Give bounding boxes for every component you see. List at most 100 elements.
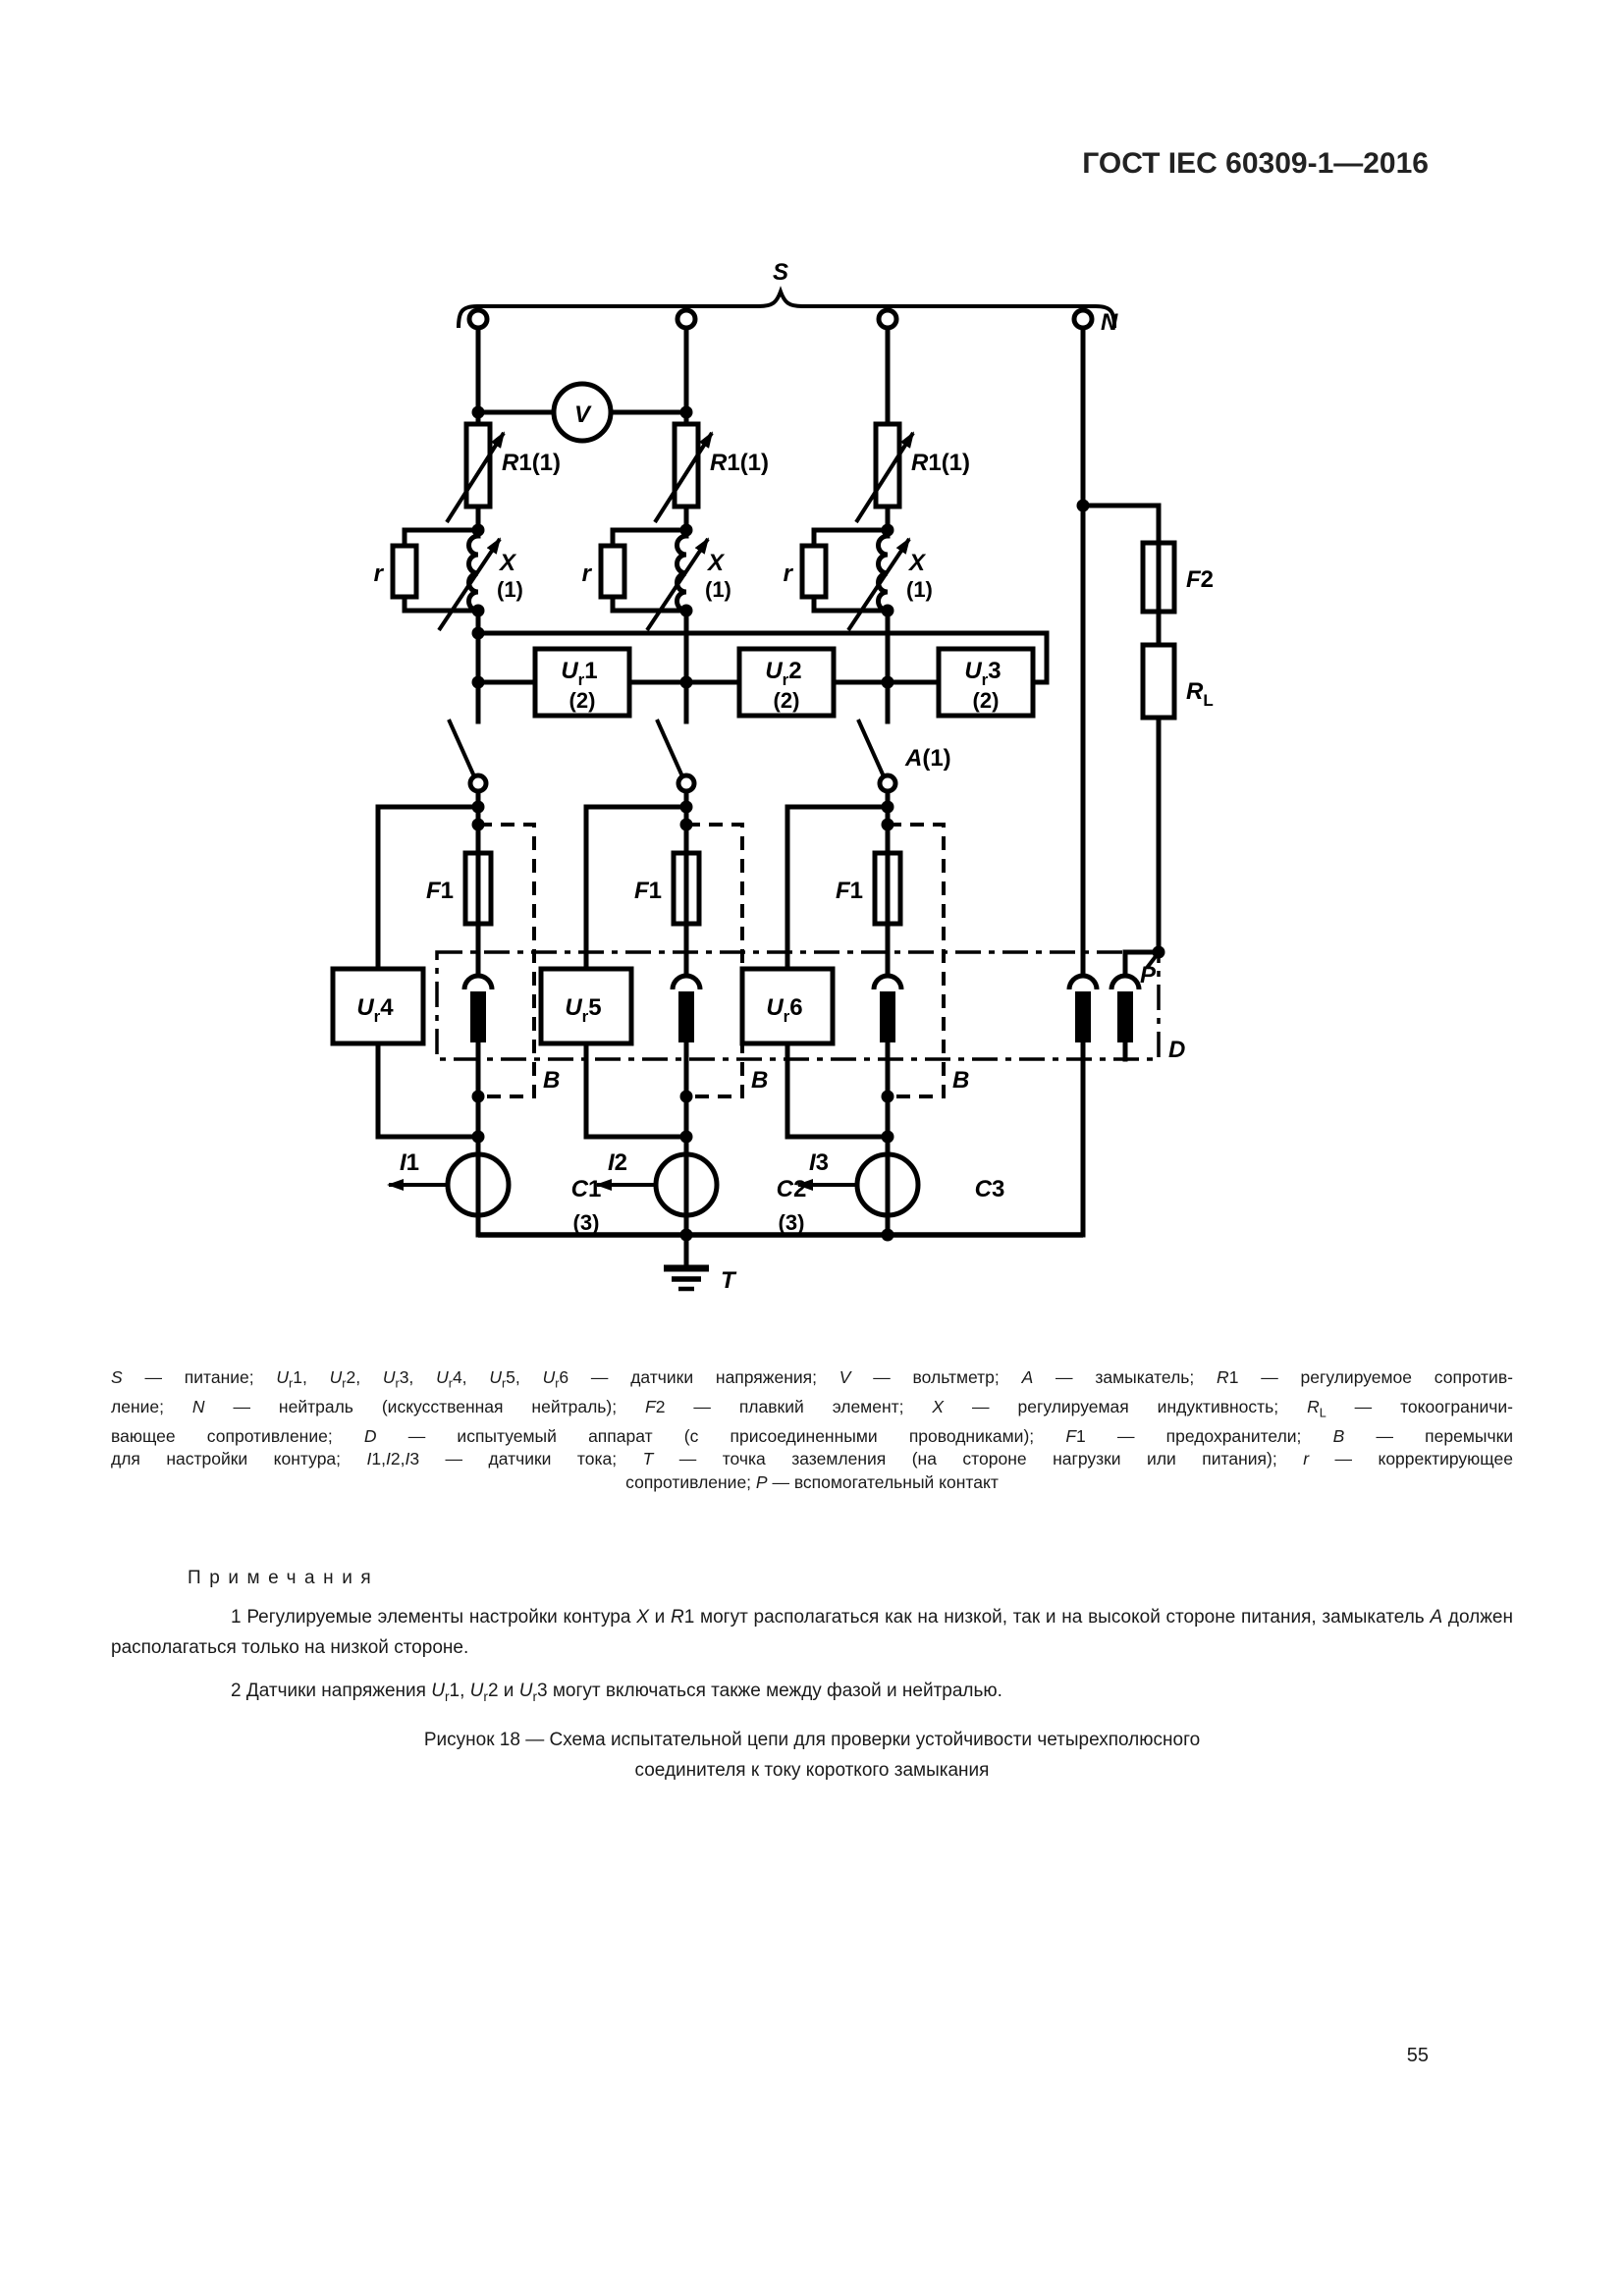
supply-label: S [773,259,788,286]
test-circuit-diagram: S N V [330,259,1214,1294]
figure-legend: S — питание; Ur1, Ur2, Ur3, Ur4, Ur5, Ur… [111,1366,1513,1494]
ur3-label: Ur3 [964,658,1001,689]
x-qty-label: (1) [906,577,933,602]
ur5-label: Ur5 [565,994,601,1026]
fuse-f1-phase1: F1 [426,850,494,927]
resistor-r1-phase1: R1(1) [445,421,561,524]
jumper-b-phase1: B [471,818,560,1103]
switch-phase2 [655,719,697,794]
earth-label: T [721,1267,737,1294]
supply-brace: S N [457,259,1118,336]
contact-phase3 [871,973,904,1042]
page-number: 55 [1406,2045,1429,2066]
terminal-l2 [675,307,698,331]
fuse-f1-phase2: F1 [634,850,702,927]
rx-section-phase1: r X (1) [374,523,523,632]
current-label: I2 [608,1149,627,1176]
ur4-branch: Ur4 [330,800,485,1144]
r-corr-label: r [374,561,385,587]
switch-a-label: A(1) [904,745,951,772]
x-qty-label: (1) [705,577,731,602]
resistor-r1-phase3: R1(1) [854,421,970,524]
voltage-sensor-row: Ur1 (2) Ur2 (2) Ur3 (2) [471,626,1050,719]
jumper-b-phase2: B [679,818,768,1103]
legend-line: для настройки контура; I1,I2,I3 — датчик… [111,1449,1513,1469]
voltmeter-label: V [574,401,592,428]
ur4-box [330,966,426,1046]
figure-caption: Рисунок 18 — Схема испытательной цепи дл… [111,1725,1513,1786]
legend-line: вающее сопротивление; D — испытуемый апп… [111,1425,1514,1446]
x-label: X [706,550,726,576]
contact-aux [1109,973,1142,990]
ur3-box [936,646,1036,719]
current-sensor-1: I1 [387,1149,512,1218]
aux-label: P [1140,962,1157,988]
rx-section-phase2: r X (1) [582,523,731,632]
note-item: 1 Регулируемые элементы настройки контур… [111,1607,1513,1658]
jumper-b-phase3: B [881,818,969,1103]
neutral-label: N [1101,309,1118,336]
resistor-rl [1140,642,1177,721]
r-corr-label: r [784,561,794,587]
c3-label: C3 [975,1176,1005,1202]
ur6-label: Ur6 [766,994,802,1026]
f1-label: F1 [634,878,662,904]
device-label: D [1168,1037,1185,1063]
ur2-box [736,646,837,719]
contact-neutral [1066,973,1100,990]
x-qty-label: (1) [497,577,523,602]
ur1-qty: (2) [569,688,596,713]
r1-label: R1(1) [911,450,970,476]
ur4-label: Ur4 [356,994,394,1026]
x-label: X [498,550,517,576]
neutral-branch: F2 RL P [1066,325,1214,1238]
ur2-label: Ur2 [765,658,801,689]
c1-label: C1 [571,1176,602,1202]
f1-label: F1 [426,878,454,904]
ur6-box [739,966,836,1046]
ur3-qty: (2) [973,688,1000,713]
current-label: I1 [400,1149,419,1176]
ur6-branch: Ur6 [739,800,894,1144]
current-sensor-2: I2 [595,1149,720,1218]
jumper-b-label: B [952,1067,969,1094]
fuse-f1-phase3: F1 [836,850,903,927]
ur2-qty: (2) [774,688,800,713]
terminal-neutral [1071,307,1095,331]
current-label: I3 [809,1149,829,1176]
rx-section-phase3: r X (1) [784,523,933,632]
x-label: X [907,550,927,576]
notes-heading: Примечания [188,1568,380,1588]
terminal-l3 [876,307,899,331]
contact-phase2 [670,973,703,1042]
legend-line: S — питание; Ur1, Ur2, Ur3, Ur4, Ur5, Ur… [111,1367,1513,1391]
phase-wires-top [475,325,891,724]
caption-line: соединителя к току короткого замыкания [634,1760,990,1781]
f1-label: F1 [836,878,863,904]
device-boundary: D [435,950,1185,1063]
ur5-box [538,966,634,1046]
voltmeter: V [471,381,693,444]
note-item: 2 Датчики напряжения Ur1, Ur2 и Ur3 могу… [231,1681,1002,1704]
r-corr-label: r [582,561,593,587]
jumper-b-label: B [543,1067,560,1094]
rl-label: RL [1186,678,1214,710]
switch-phase1 [447,719,489,794]
f2-label: F2 [1186,566,1214,593]
notes-section: Примечания 1 Регулируемые элементы настр… [111,1563,1513,1725]
circuit-labels: C1 (3) C2 (3) C3 [571,1176,1005,1235]
legend-line: сопротивление; P — вспомогательный конта… [625,1471,999,1492]
legend-line: ление; N — нейтраль (искусственная нейтр… [111,1396,1513,1420]
earth-point: T [664,1232,737,1294]
caption-line: Рисунок 18 — Схема испытательной цепи дл… [423,1730,1201,1750]
terminal-l1 [466,307,490,331]
voltmeter-symbol [551,381,614,444]
fuse-f2 [1140,540,1177,614]
c2-label: C2 [777,1176,807,1202]
document-header: ГОСТ IEC 60309-1—2016 [1082,147,1429,180]
current-sensor-3: I3 [796,1149,921,1218]
ur1-label: Ur1 [561,658,597,689]
ur1-box [532,646,632,719]
c1-qty: (3) [573,1210,600,1235]
